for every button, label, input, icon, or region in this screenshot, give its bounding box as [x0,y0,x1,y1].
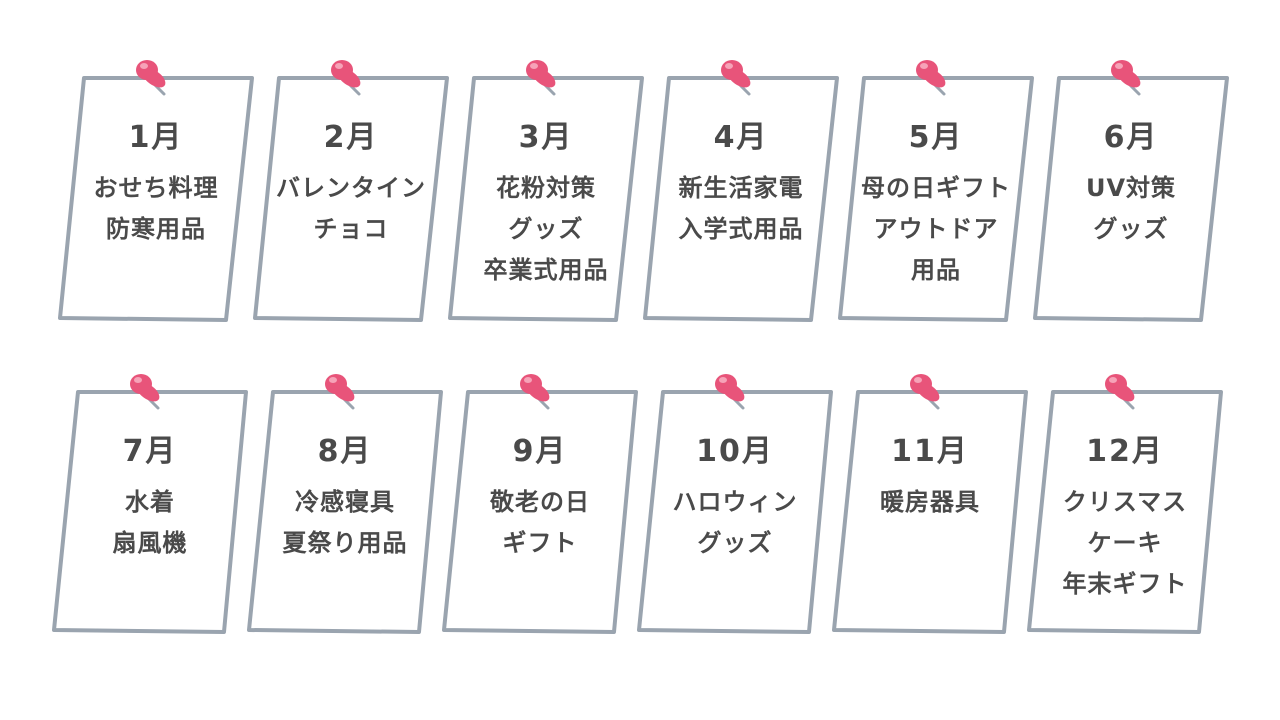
paper-note [448,76,644,322]
month-label: 2月 [323,120,379,155]
pushpin-icon [1111,60,1141,96]
item-text: グッズ [697,529,773,557]
item-list: 敬老の日 ギフト [442,482,638,564]
month-label: 4月 [713,120,769,155]
item-list: クリスマス ケーキ 年末ギフト [1027,482,1223,605]
item-list: 新生活家電 入学式用品 [643,168,839,250]
paper-note [1033,76,1229,322]
pushpin-icon [325,374,355,410]
item-text: チョコ [313,215,389,243]
item-text: 用品 [911,256,961,284]
item-text: 夏祭り用品 [282,529,408,557]
month-label: 3月 [518,120,574,155]
pushpin-icon [916,60,946,96]
month-label: 9月 [512,434,568,469]
pushpin-icon [715,374,745,410]
pushpin-icon [1105,374,1135,410]
month-label: 11月 [891,434,969,469]
item-text: 卒業式用品 [483,256,609,284]
item-text: 水着 [125,488,175,516]
item-text: 年末ギフト [1062,570,1188,598]
item-text: 入学式用品 [678,215,804,243]
month-label: 7月 [122,434,178,469]
pushpin-icon [130,374,160,410]
pushpin-icon [721,60,751,96]
item-text: グッズ [1093,215,1169,243]
pushpin-icon [910,374,940,410]
pushpin-icon [526,60,556,96]
item-list: 水着 扇風機 [52,482,248,564]
month-label: 1月 [128,120,184,155]
month-note-10: 10月 ハロウィン グッズ [637,374,833,640]
month-note-1: 1月 おせち料理 防寒用品 [58,60,254,326]
item-text: 花粉対策 [496,174,596,202]
item-text: 暖房器具 [880,488,980,516]
item-text: 防寒用品 [106,215,206,243]
paper-note [637,390,833,634]
month-label: 6月 [1103,120,1159,155]
month-note-11: 11月 暖房器具 [832,374,1028,640]
item-text: ケーキ [1087,529,1163,557]
item-text: クリスマス [1062,488,1188,516]
paper-note [442,390,638,634]
item-list: 母の日ギフト アウトドア 用品 [838,168,1034,291]
month-note-3: 3月 花粉対策 グッズ 卒業式用品 [448,60,644,326]
item-text: 敬老の日 [490,488,590,516]
month-label: 8月 [317,434,373,469]
month-note-5: 5月 母の日ギフト アウトドア 用品 [838,60,1034,326]
paper-note [1027,390,1223,634]
item-text: 母の日ギフト [861,174,1011,202]
paper-note [838,76,1034,322]
month-label: 10月 [696,434,774,469]
item-text: 冷感寝具 [295,488,395,516]
item-text: アウトドア [873,215,999,243]
month-note-4: 4月 新生活家電 入学式用品 [643,60,839,326]
paper-note [832,390,1028,634]
paper-note [52,390,248,634]
item-list: バレンタイン チョコ [253,168,449,250]
item-text: おせち料理 [93,174,219,202]
item-list: 冷感寝具 夏祭り用品 [247,482,443,564]
pushpin-icon [331,60,361,96]
month-note-12: 12月 クリスマス ケーキ 年末ギフト [1027,374,1223,640]
item-text: ハロウィン [672,488,798,516]
month-note-2: 2月 バレンタイン チョコ [253,60,449,326]
month-note-7: 7月 水着 扇風機 [52,374,248,640]
item-list: UV対策 グッズ [1033,168,1229,250]
month-label: 12月 [1086,434,1164,469]
month-note-8: 8月 冷感寝具 夏祭り用品 [247,374,443,640]
item-list: おせち料理 防寒用品 [58,168,254,250]
pushpin-icon [136,60,166,96]
paper-note [643,76,839,322]
paper-note [247,390,443,634]
month-note-6: 6月 UV対策 グッズ [1033,60,1229,326]
paper-note [58,76,254,322]
item-text: バレンタイン [276,174,426,202]
item-list: 花粉対策 グッズ 卒業式用品 [448,168,644,291]
paper-note [253,76,449,322]
item-text: UV対策 [1085,174,1177,202]
item-list: ハロウィン グッズ [637,482,833,564]
item-list: 暖房器具 [832,482,1028,523]
item-text: グッズ [508,215,584,243]
item-text: ギフト [502,529,578,557]
item-text: 新生活家電 [678,174,804,202]
month-note-9: 9月 敬老の日 ギフト [442,374,638,640]
pushpin-icon [520,374,550,410]
item-text: 扇風機 [112,529,188,557]
month-label: 5月 [908,120,964,155]
